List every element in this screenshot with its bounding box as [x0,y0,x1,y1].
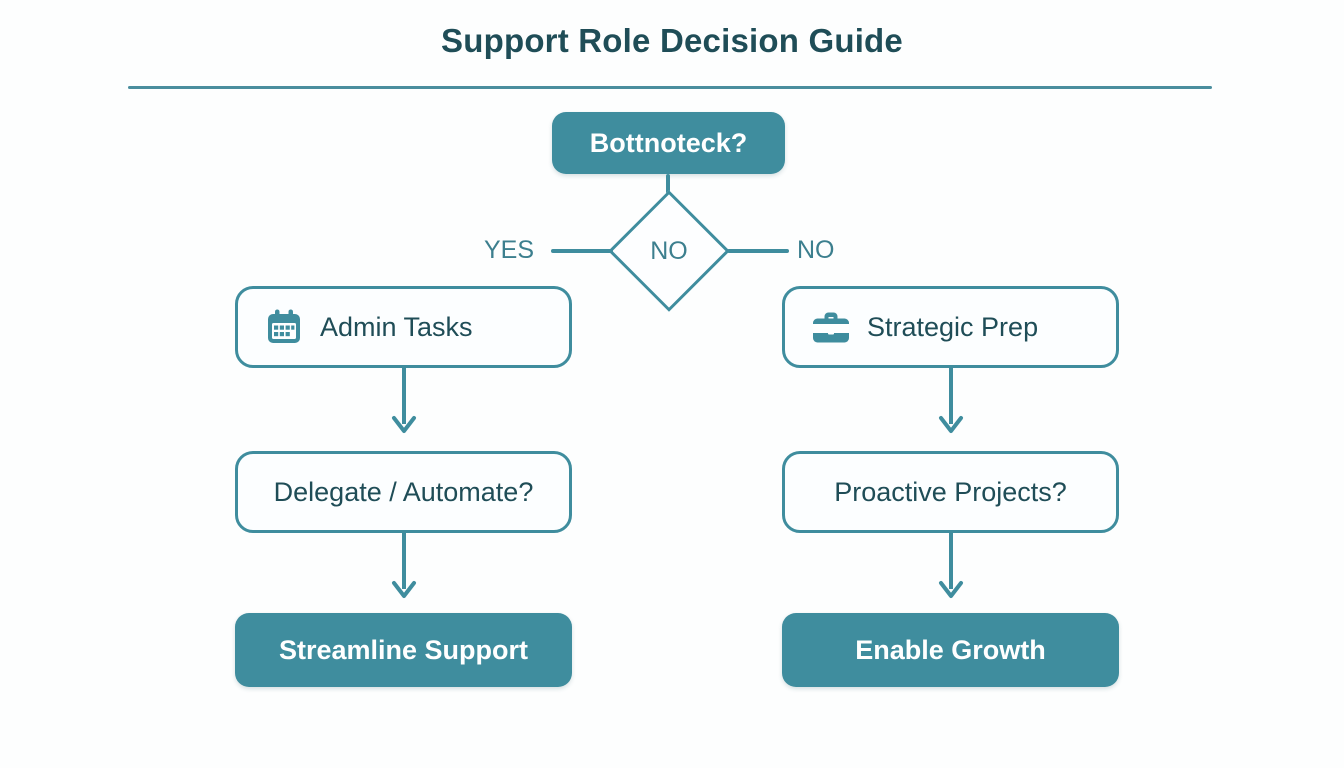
flow-node-streamline-support-label: Streamline Support [278,634,529,665]
flow-node-enable-growth-label: Enable Growth [855,634,1046,665]
flow-node-streamline-support[interactable]: Streamline Support [235,613,572,687]
connector-arrow-left-2 [390,533,418,607]
flow-node-delegate-automate[interactable]: Delegate / Automate? [235,451,572,533]
branch-label-no: NO [797,236,835,264]
briefcase-icon [809,305,853,349]
connector-arrow-right-1 [937,368,965,442]
calendar-icon [262,305,306,349]
flow-node-strategic-prep[interactable]: Strategic Prep [782,286,1119,368]
connector-arrow-left-1 [390,368,418,442]
branch-label-yes: YES [484,236,535,264]
connector-start-to-decision [666,174,670,194]
flow-node-proactive-projects[interactable]: Proactive Projects? [782,451,1119,533]
flow-node-start-label: Bottnoteck? [589,127,748,158]
flow-node-enable-growth[interactable]: Enable Growth [782,613,1119,687]
flow-node-decision[interactable]: NO [608,190,730,312]
connector-arrow-right-2 [937,533,965,607]
title-divider [128,86,1212,89]
flow-node-delegate-automate-label: Delegate / Automate? [273,476,534,507]
page-title: Support Role Decision Guide [441,22,903,59]
flow-node-admin-tasks-label: Admin Tasks [320,311,473,342]
flow-node-strategic-prep-label: Strategic Prep [867,311,1039,342]
flow-node-start[interactable]: Bottnoteck? [552,112,785,174]
connector-decision-yes [551,249,613,253]
connector-decision-no [727,249,789,253]
flow-node-decision-label: NO [650,236,688,265]
flow-node-admin-tasks[interactable]: Admin Tasks [235,286,572,368]
flow-node-proactive-projects-label: Proactive Projects? [834,476,1067,507]
